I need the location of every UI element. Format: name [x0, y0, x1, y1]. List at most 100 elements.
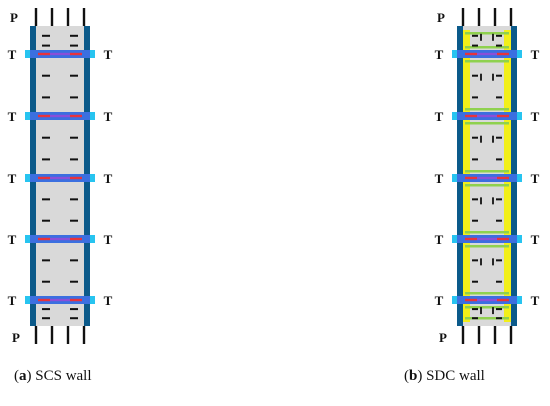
sdc-tie-stress-mid — [477, 52, 497, 56]
scs-tie-stress-right — [70, 114, 82, 118]
scs-load-label-bottom: P — [12, 330, 20, 345]
caption-b-letter: b — [409, 368, 418, 384]
sdc-tie-stress-mid — [477, 176, 497, 180]
scs-tie-stress-mid — [50, 237, 70, 241]
sdc-tie-label-right: T — [531, 109, 540, 124]
scs-tie-stress-left — [38, 237, 50, 241]
scs-tie-label-left: T — [8, 293, 17, 308]
scs-tie-stress-right — [70, 176, 82, 180]
scs-tie-stress-mid — [50, 52, 70, 56]
sdc-tie-label-right: T — [531, 293, 540, 308]
scs-tie-end-left — [25, 296, 30, 304]
sdc-yellow-zone-right — [504, 120, 511, 174]
sdc-tie-stress-mid — [477, 237, 497, 241]
sdc-stress-stripe — [465, 231, 509, 234]
sdc-stress-stripe — [465, 245, 509, 248]
scs-tie-label-left: T — [8, 232, 17, 247]
scs-tie-end-left — [25, 50, 30, 58]
sdc-stress-stripe — [465, 108, 509, 111]
sdc-tie-label-left: T — [435, 293, 444, 308]
scs-tie-stress-left — [38, 298, 50, 302]
sdc-stress-stripe — [465, 122, 509, 125]
scs-tie-stress-mid — [50, 176, 70, 180]
sdc-yellow-zone-left — [463, 120, 470, 174]
sdc-yellow-zone-left — [463, 243, 470, 296]
scs-tie-label-right: T — [104, 232, 113, 247]
sdc-yellow-zone-right — [504, 182, 511, 235]
sdc-yellow-zone-left — [463, 182, 470, 235]
scs-load-label-top: P — [10, 10, 18, 25]
sdc-tie-label-left: T — [435, 109, 444, 124]
sdc-yellow-zone-left — [463, 58, 470, 112]
sdc-tie-stress-left — [465, 114, 477, 118]
sdc-stress-stripe — [465, 292, 509, 295]
sdc-tie-stress-left — [465, 52, 477, 56]
sdc-stress-stripe — [465, 184, 509, 187]
scs-tie-stress-mid — [50, 298, 70, 302]
sdc-stress-stripe — [465, 170, 509, 173]
scs-tie-stress-mid — [50, 114, 70, 118]
caption-b-text: SDC wall — [422, 368, 485, 384]
scs-tie-stress-right — [70, 237, 82, 241]
sdc-yellow-zone-right — [504, 30, 511, 50]
scs-tie-stress-right — [70, 52, 82, 56]
scs-tie-end-right — [90, 235, 95, 243]
scs-tie-stress-left — [38, 176, 50, 180]
scs-tie-end-left — [25, 235, 30, 243]
scs-tie-stress-left — [38, 114, 50, 118]
scs-tie-end-right — [90, 296, 95, 304]
caption-a-letter: a — [19, 368, 27, 384]
sdc-tie-end-right — [517, 296, 522, 304]
sdc-tie-stress-left — [465, 176, 477, 180]
scs-tie-label-right: T — [104, 109, 113, 124]
scs-tie-end-right — [90, 174, 95, 182]
scs-tie-stress-right — [70, 298, 82, 302]
sdc-tie-end-left — [452, 235, 457, 243]
sdc-stress-stripe — [465, 317, 509, 320]
sdc-tie-stress-right — [497, 237, 509, 241]
sdc-tie-end-left — [452, 112, 457, 120]
sdc-stress-stripe — [465, 46, 509, 49]
scs-tie-label-right: T — [104, 47, 113, 62]
sdc-tie-stress-right — [497, 114, 509, 118]
sdc-tie-end-right — [517, 235, 522, 243]
sdc-yellow-zone-left — [463, 304, 470, 322]
sdc-load-label-top: P — [437, 10, 445, 25]
sdc-tie-end-right — [517, 112, 522, 120]
caption-scs-wall: (a) SCS wall — [14, 368, 92, 384]
scs-tie-label-right: T — [104, 171, 113, 186]
scs-tie-label-left: T — [8, 47, 17, 62]
sdc-tie-stress-right — [497, 52, 509, 56]
sdc-tie-end-left — [452, 50, 457, 58]
sdc-stress-stripe — [465, 32, 509, 35]
sdc-tie-label-right: T — [531, 232, 540, 247]
scs-tie-end-left — [25, 174, 30, 182]
sdc-tie-stress-left — [465, 237, 477, 241]
caption-sdc-wall: (b) SDC wall — [404, 368, 485, 384]
sdc-tie-label-right: T — [531, 47, 540, 62]
sdc-yellow-zone-right — [504, 243, 511, 296]
scs-tie-end-left — [25, 112, 30, 120]
caption-a-text: SCS wall — [31, 368, 92, 384]
sdc-tie-label-right: T — [531, 171, 540, 186]
sdc-stress-stripe — [465, 306, 509, 309]
scs-tie-stress-left — [38, 52, 50, 56]
scs-tie-label-left: T — [8, 109, 17, 124]
sdc-tie-label-left: T — [435, 171, 444, 186]
sdc-yellow-zone-left — [463, 30, 470, 50]
sdc-tie-end-left — [452, 296, 457, 304]
sdc-tie-stress-mid — [477, 114, 497, 118]
sdc-yellow-zone-right — [504, 304, 511, 322]
scs-tie-label-left: T — [8, 171, 17, 186]
sdc-tie-stress-right — [497, 176, 509, 180]
scs-tie-label-right: T — [104, 293, 113, 308]
sdc-tie-end-right — [517, 174, 522, 182]
sdc-tie-label-left: T — [435, 232, 444, 247]
scs-tie-end-right — [90, 112, 95, 120]
sdc-tie-stress-mid — [477, 298, 497, 302]
scs-tie-end-right — [90, 50, 95, 58]
sdc-stress-stripe — [465, 60, 509, 63]
scs-wall-diagram: P P T T T T T T T T T T — [8, 8, 113, 345]
